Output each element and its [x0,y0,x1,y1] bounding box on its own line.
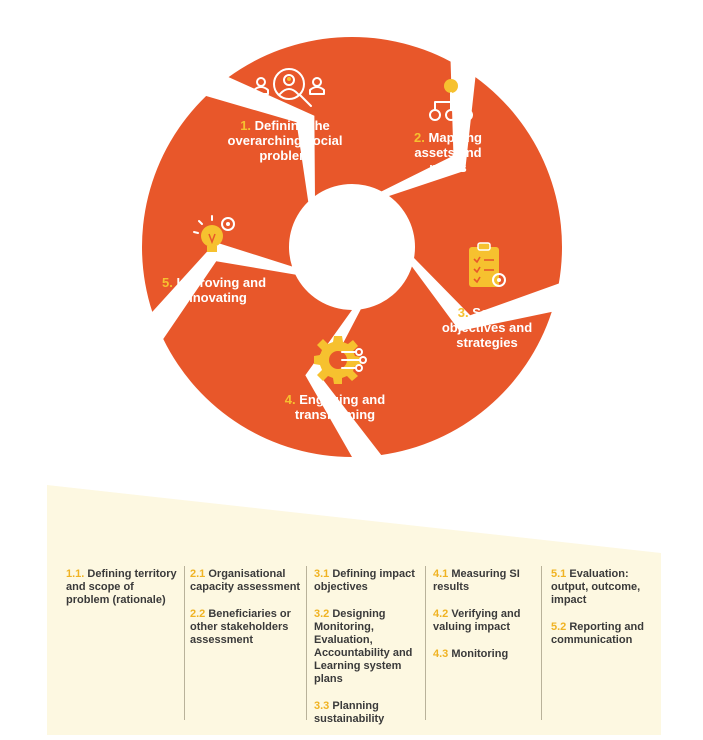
cycle-segment-5 [142,95,309,312]
step-2-label: 2. Mapping assets and needs [408,130,488,175]
list-item: 3.2 Designing Monitoring, Evaluation, Ac… [314,608,413,685]
step-4-text: Engaging and transforming [294,392,386,422]
list-item: 1.1. Defining territory and scope of pro… [66,568,177,606]
column-2: 2.1 Organisational capacity assessment 2… [190,568,302,661]
gear-circuit-icon [314,336,367,384]
people-magnifier-icon [253,68,325,107]
step-5-label: 5. Improving and Innovating [160,275,268,305]
details-panel [47,485,661,735]
cycle-segment-4 [163,261,352,457]
cycle-segment-3 [323,266,552,455]
step-2-number: 2. [414,130,425,145]
step-3-text: Setting objectives and strategies [441,305,533,350]
step-4-label: 4. Engaging and transforming [275,392,395,422]
clipboard-gear-icon [469,242,506,287]
column-divider [306,566,307,720]
column-divider [425,566,426,720]
step-3-label: 3. Setting objectives and strategies [433,305,541,350]
lightbulb-gear-icon [193,215,235,256]
step-4-number: 4. [284,392,296,407]
list-item: 2.1 Organisational capacity assessment [190,568,301,593]
column-5: 5.1 Evaluation: output, outcome, impact … [551,568,655,661]
step-5-text: Improving and Innovating [176,275,267,305]
step-1-number: 1. [240,118,252,133]
column-1: 1.1. Defining territory and scope of pro… [66,568,178,621]
step-5-number: 5. [161,275,173,290]
list-item: 3.1 Defining impact objectives [314,568,415,593]
step-2-text: Mapping assets and needs [414,130,482,175]
cycle-diagram [142,36,562,457]
column-3: 3.1 Defining impact objectives 3.2 Desig… [314,568,418,740]
column-divider [541,566,542,720]
step-1-label: 1. Defining the overarching social probl… [215,118,355,163]
list-item: 4.2 Verifying and valuing impact [433,608,521,633]
column-divider [184,566,185,720]
list-item: 4.3 Monitoring [433,648,509,660]
column-4: 4.1 Measuring SI results 4.2 Verifying a… [433,568,537,675]
step-1-text: Defining the overarching social problem [227,118,343,163]
hierarchy-icon [429,79,473,121]
cycle-segments [142,36,562,457]
cycle-segment-2 [389,77,562,316]
list-item: 5.2 Reporting and communication [551,621,644,646]
list-item: 3.3 Planning sustainability [314,700,385,725]
list-item: 4.1 Measuring SI results [433,568,520,593]
list-item: 2.2 Beneficiaries or other stakeholders … [190,608,291,646]
panel-background [47,485,661,735]
list-item: 5.1 Evaluation: output, outcome, impact [551,568,641,606]
step-3-number: 3. [457,305,469,320]
